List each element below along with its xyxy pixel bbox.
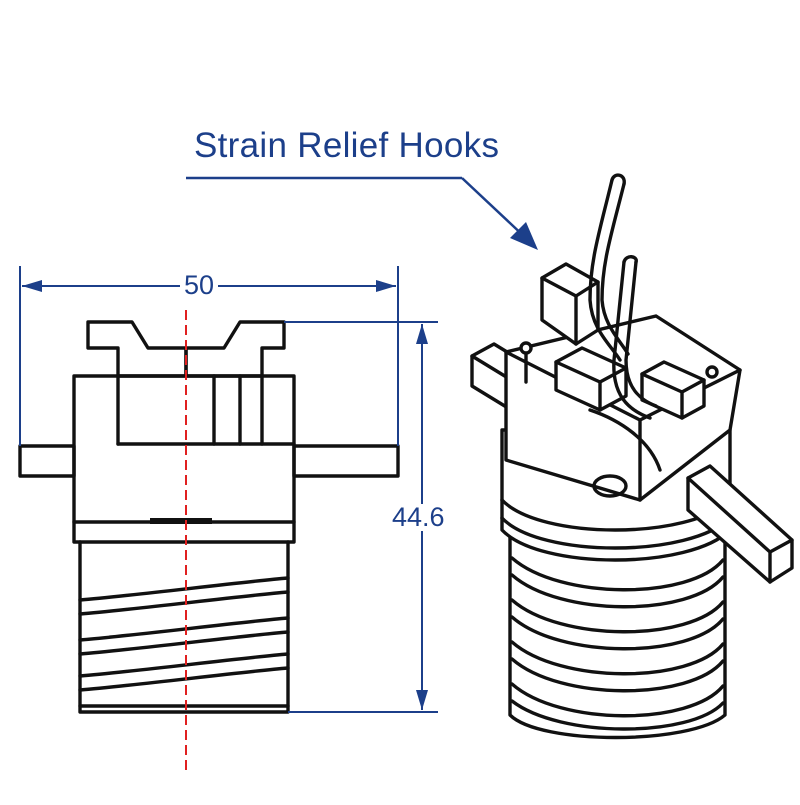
callout-leader	[186, 176, 538, 250]
pin-right	[292, 444, 400, 478]
top-tab-right	[184, 320, 286, 378]
wire-left	[588, 178, 622, 362]
center-hole	[592, 474, 628, 498]
front-view	[18, 310, 400, 772]
wire-right	[612, 260, 652, 420]
dimension-width-label: 50	[180, 272, 219, 299]
terminal-screw	[519, 341, 533, 355]
thread-1	[78, 576, 290, 602]
seam-mark	[150, 518, 212, 524]
dimension-height-label: 44.6	[388, 504, 449, 531]
pin-left	[18, 444, 76, 478]
iso-view	[470, 173, 794, 740]
thread-sleeve	[78, 540, 290, 714]
thread-3	[78, 652, 290, 678]
thread-2	[78, 616, 290, 642]
top-tab-left	[86, 320, 188, 378]
callout-strain-relief-hooks: Strain Relief Hooks	[194, 126, 500, 165]
